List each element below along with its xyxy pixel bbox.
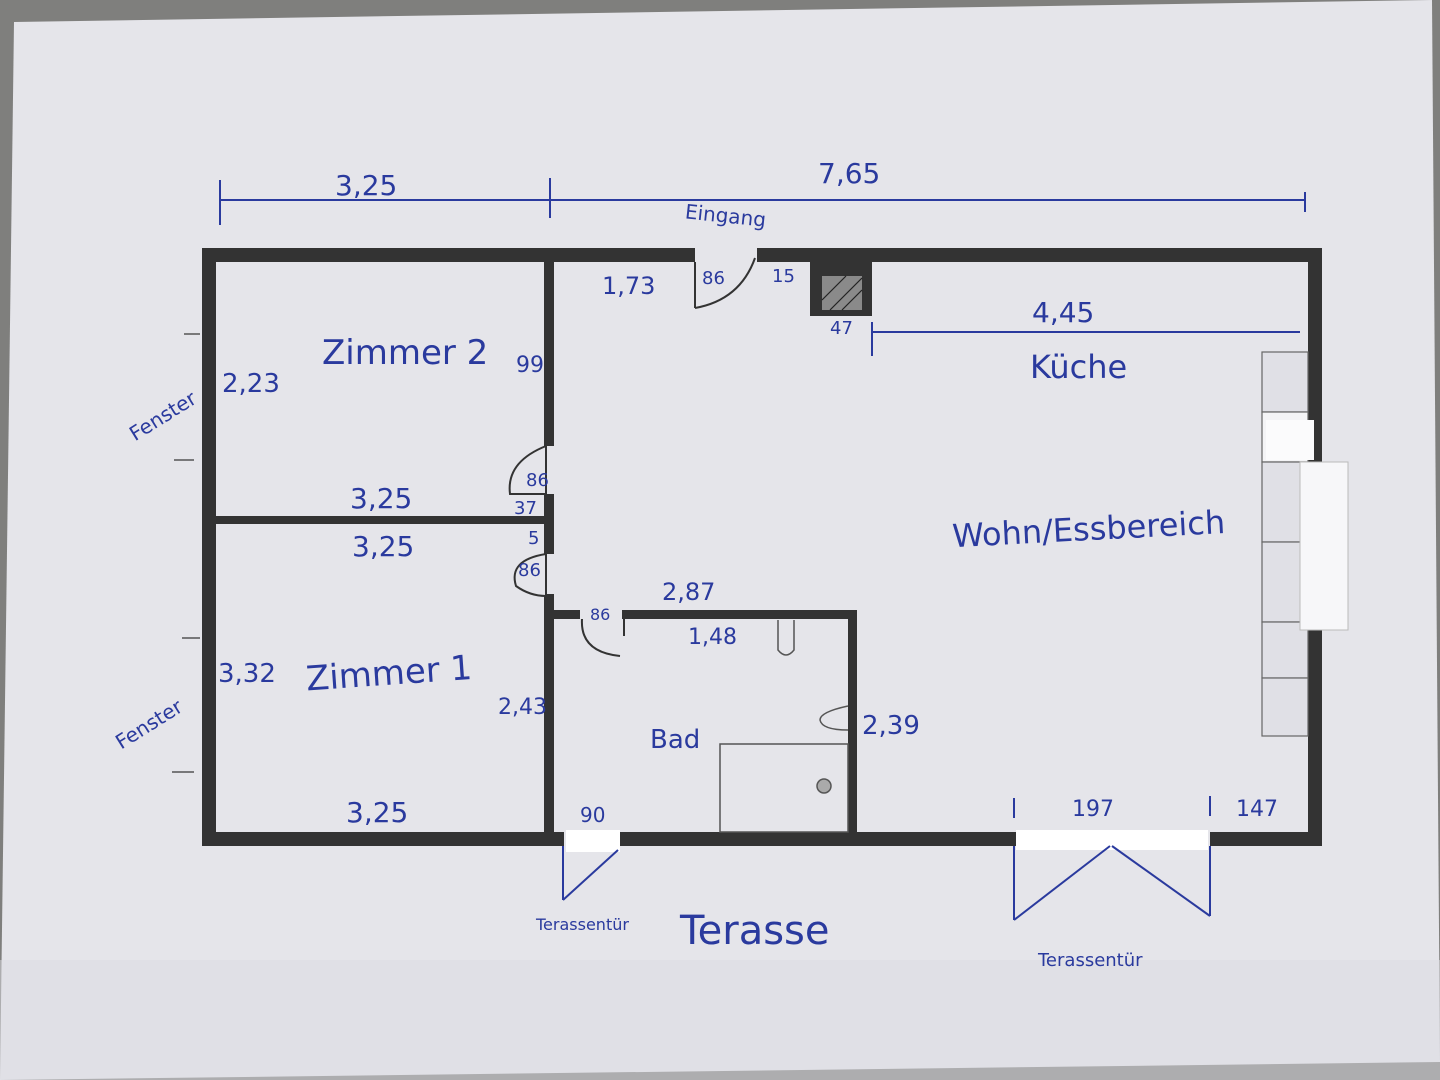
terrace-door-left-label: Terassentür bbox=[535, 915, 629, 934]
wall-bottom-mid bbox=[620, 832, 1016, 846]
sink bbox=[819, 705, 849, 731]
dim-entrance-door: 86 bbox=[702, 268, 725, 289]
dim-zimmer1-right-wall: 2,43 bbox=[498, 695, 547, 720]
chimney-hatch bbox=[821, 275, 863, 311]
kitchen-label: Küche bbox=[1030, 348, 1127, 386]
dim-chimney-width: 47 bbox=[830, 318, 853, 339]
wall-left bbox=[202, 248, 216, 846]
wall-bottom-right bbox=[1210, 832, 1322, 846]
dim-top-total: 7,65 bbox=[818, 157, 880, 190]
dim-bath-terrace-door: 90 bbox=[580, 803, 605, 827]
dim-zimmer2-door: 86 bbox=[526, 470, 549, 491]
kitchen-dimension-line bbox=[871, 322, 1300, 356]
bath-terrace-door[interactable] bbox=[562, 830, 620, 901]
wall-top-left bbox=[202, 248, 695, 262]
dim-bath-inner-width: 1,48 bbox=[688, 625, 737, 650]
wall-inner-upper bbox=[544, 262, 554, 446]
counter-highlight bbox=[1266, 420, 1314, 460]
zimmer2-door[interactable] bbox=[508, 444, 547, 495]
bath-door[interactable] bbox=[580, 618, 625, 657]
dim-bath-right-wall: 2,39 bbox=[862, 711, 920, 741]
dim-kitchen-width: 4,45 bbox=[1032, 296, 1094, 329]
paper-shade bbox=[0, 960, 1440, 1080]
toilet bbox=[777, 620, 795, 656]
window-ticks bbox=[172, 333, 200, 773]
dim-zimmer1-height: 3,32 bbox=[218, 659, 276, 689]
dim-wall-segment-b: 5 bbox=[528, 528, 539, 549]
fridge-block bbox=[1299, 461, 1349, 631]
terrace-door-right-label: Terassentür bbox=[1037, 950, 1143, 971]
chimney-fill bbox=[822, 276, 862, 310]
wall-inner-lower bbox=[544, 594, 554, 838]
wall-zimmer-divider bbox=[216, 516, 546, 524]
top-dimension-line bbox=[219, 178, 1306, 225]
terrace-label: Terasse bbox=[679, 908, 830, 954]
dim-hall-wall: 1,73 bbox=[602, 272, 655, 300]
zimmer2-label: Zimmer 2 bbox=[322, 333, 488, 373]
zimmer1-door[interactable] bbox=[513, 552, 547, 598]
bath-label: Bad bbox=[650, 725, 700, 755]
dim-wall-segment-a: 37 bbox=[514, 498, 537, 519]
bath-fixtures bbox=[719, 620, 849, 833]
dim-zimmer2-right-wall: 99 bbox=[516, 353, 544, 378]
dim-zimmer1-width-top: 3,25 bbox=[352, 530, 414, 563]
wall-top-right bbox=[757, 248, 1320, 262]
dim-bath-top-wall: 2,87 bbox=[662, 578, 715, 606]
dim-zimmer2-height: 2,23 bbox=[222, 369, 280, 399]
wall-inner-mid bbox=[544, 494, 554, 554]
dim-terrace-door-width: 197 bbox=[1072, 797, 1114, 822]
shower bbox=[719, 743, 849, 833]
dim-chimney-offset: 15 bbox=[772, 266, 795, 287]
dim-zimmer2-width: 3,25 bbox=[350, 482, 412, 515]
wall-bath-top-right bbox=[622, 610, 855, 619]
wall-bottom-left bbox=[202, 832, 564, 846]
dim-terrace-door-offset: 147 bbox=[1236, 797, 1278, 822]
wall-bath-right bbox=[848, 610, 857, 838]
dim-bath-door: 86 bbox=[590, 605, 610, 624]
shower-drain bbox=[816, 778, 832, 794]
dim-top-left: 3,25 bbox=[335, 169, 397, 202]
dim-zimmer1-width-bottom: 3,25 bbox=[346, 796, 408, 829]
dim-zimmer1-door: 86 bbox=[518, 560, 541, 581]
terrace-double-door[interactable] bbox=[1013, 796, 1211, 921]
entrance-door[interactable] bbox=[694, 257, 756, 309]
wall-bath-top bbox=[554, 610, 580, 619]
